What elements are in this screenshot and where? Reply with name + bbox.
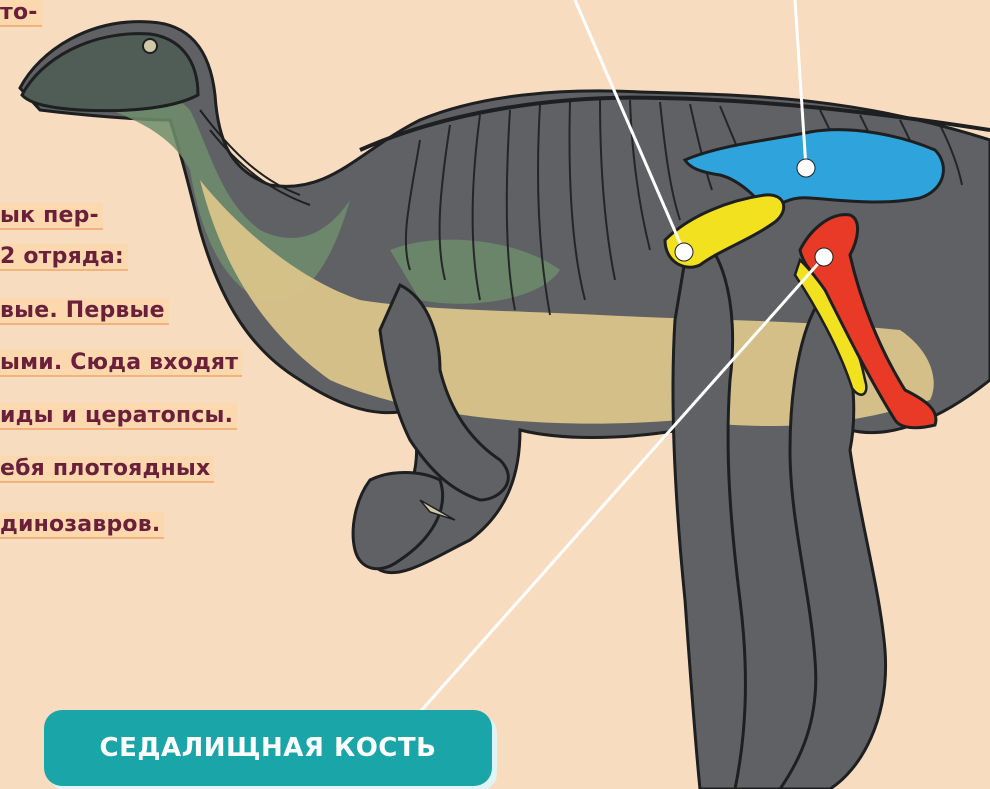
text-line-7: динозавров. <box>0 512 164 537</box>
text-line-6: ебя плотоядных <box>0 456 214 481</box>
text-line-3: вые. Первые <box>0 298 169 323</box>
text-line: динозавров. <box>0 512 164 537</box>
text-line: ебя плотоядных <box>0 456 214 481</box>
text-line: 2 отряда: <box>0 244 128 269</box>
text-line-5: иды и цератопсы. <box>0 403 237 428</box>
text-line-0: то- <box>0 0 42 25</box>
text-line-2: 2 отряда: <box>0 244 128 269</box>
text-line-1: ык пер- <box>0 203 103 228</box>
pointer-dot-pubis <box>675 243 693 261</box>
text-line: то- <box>0 0 42 25</box>
text-line: ыми. Сюда входят <box>0 350 242 375</box>
ischium-label-badge: СЕДАЛИЩНАЯ КОСТЬ <box>44 710 492 786</box>
text-line-4: ыми. Сюда входят <box>0 350 242 375</box>
text-line: ык пер- <box>0 203 103 228</box>
pointer-dot-ischium <box>815 248 833 266</box>
pointer-dot-ilium <box>797 159 815 177</box>
text-line: иды и цератопсы. <box>0 403 237 428</box>
text-line: вые. Первые <box>0 298 169 323</box>
